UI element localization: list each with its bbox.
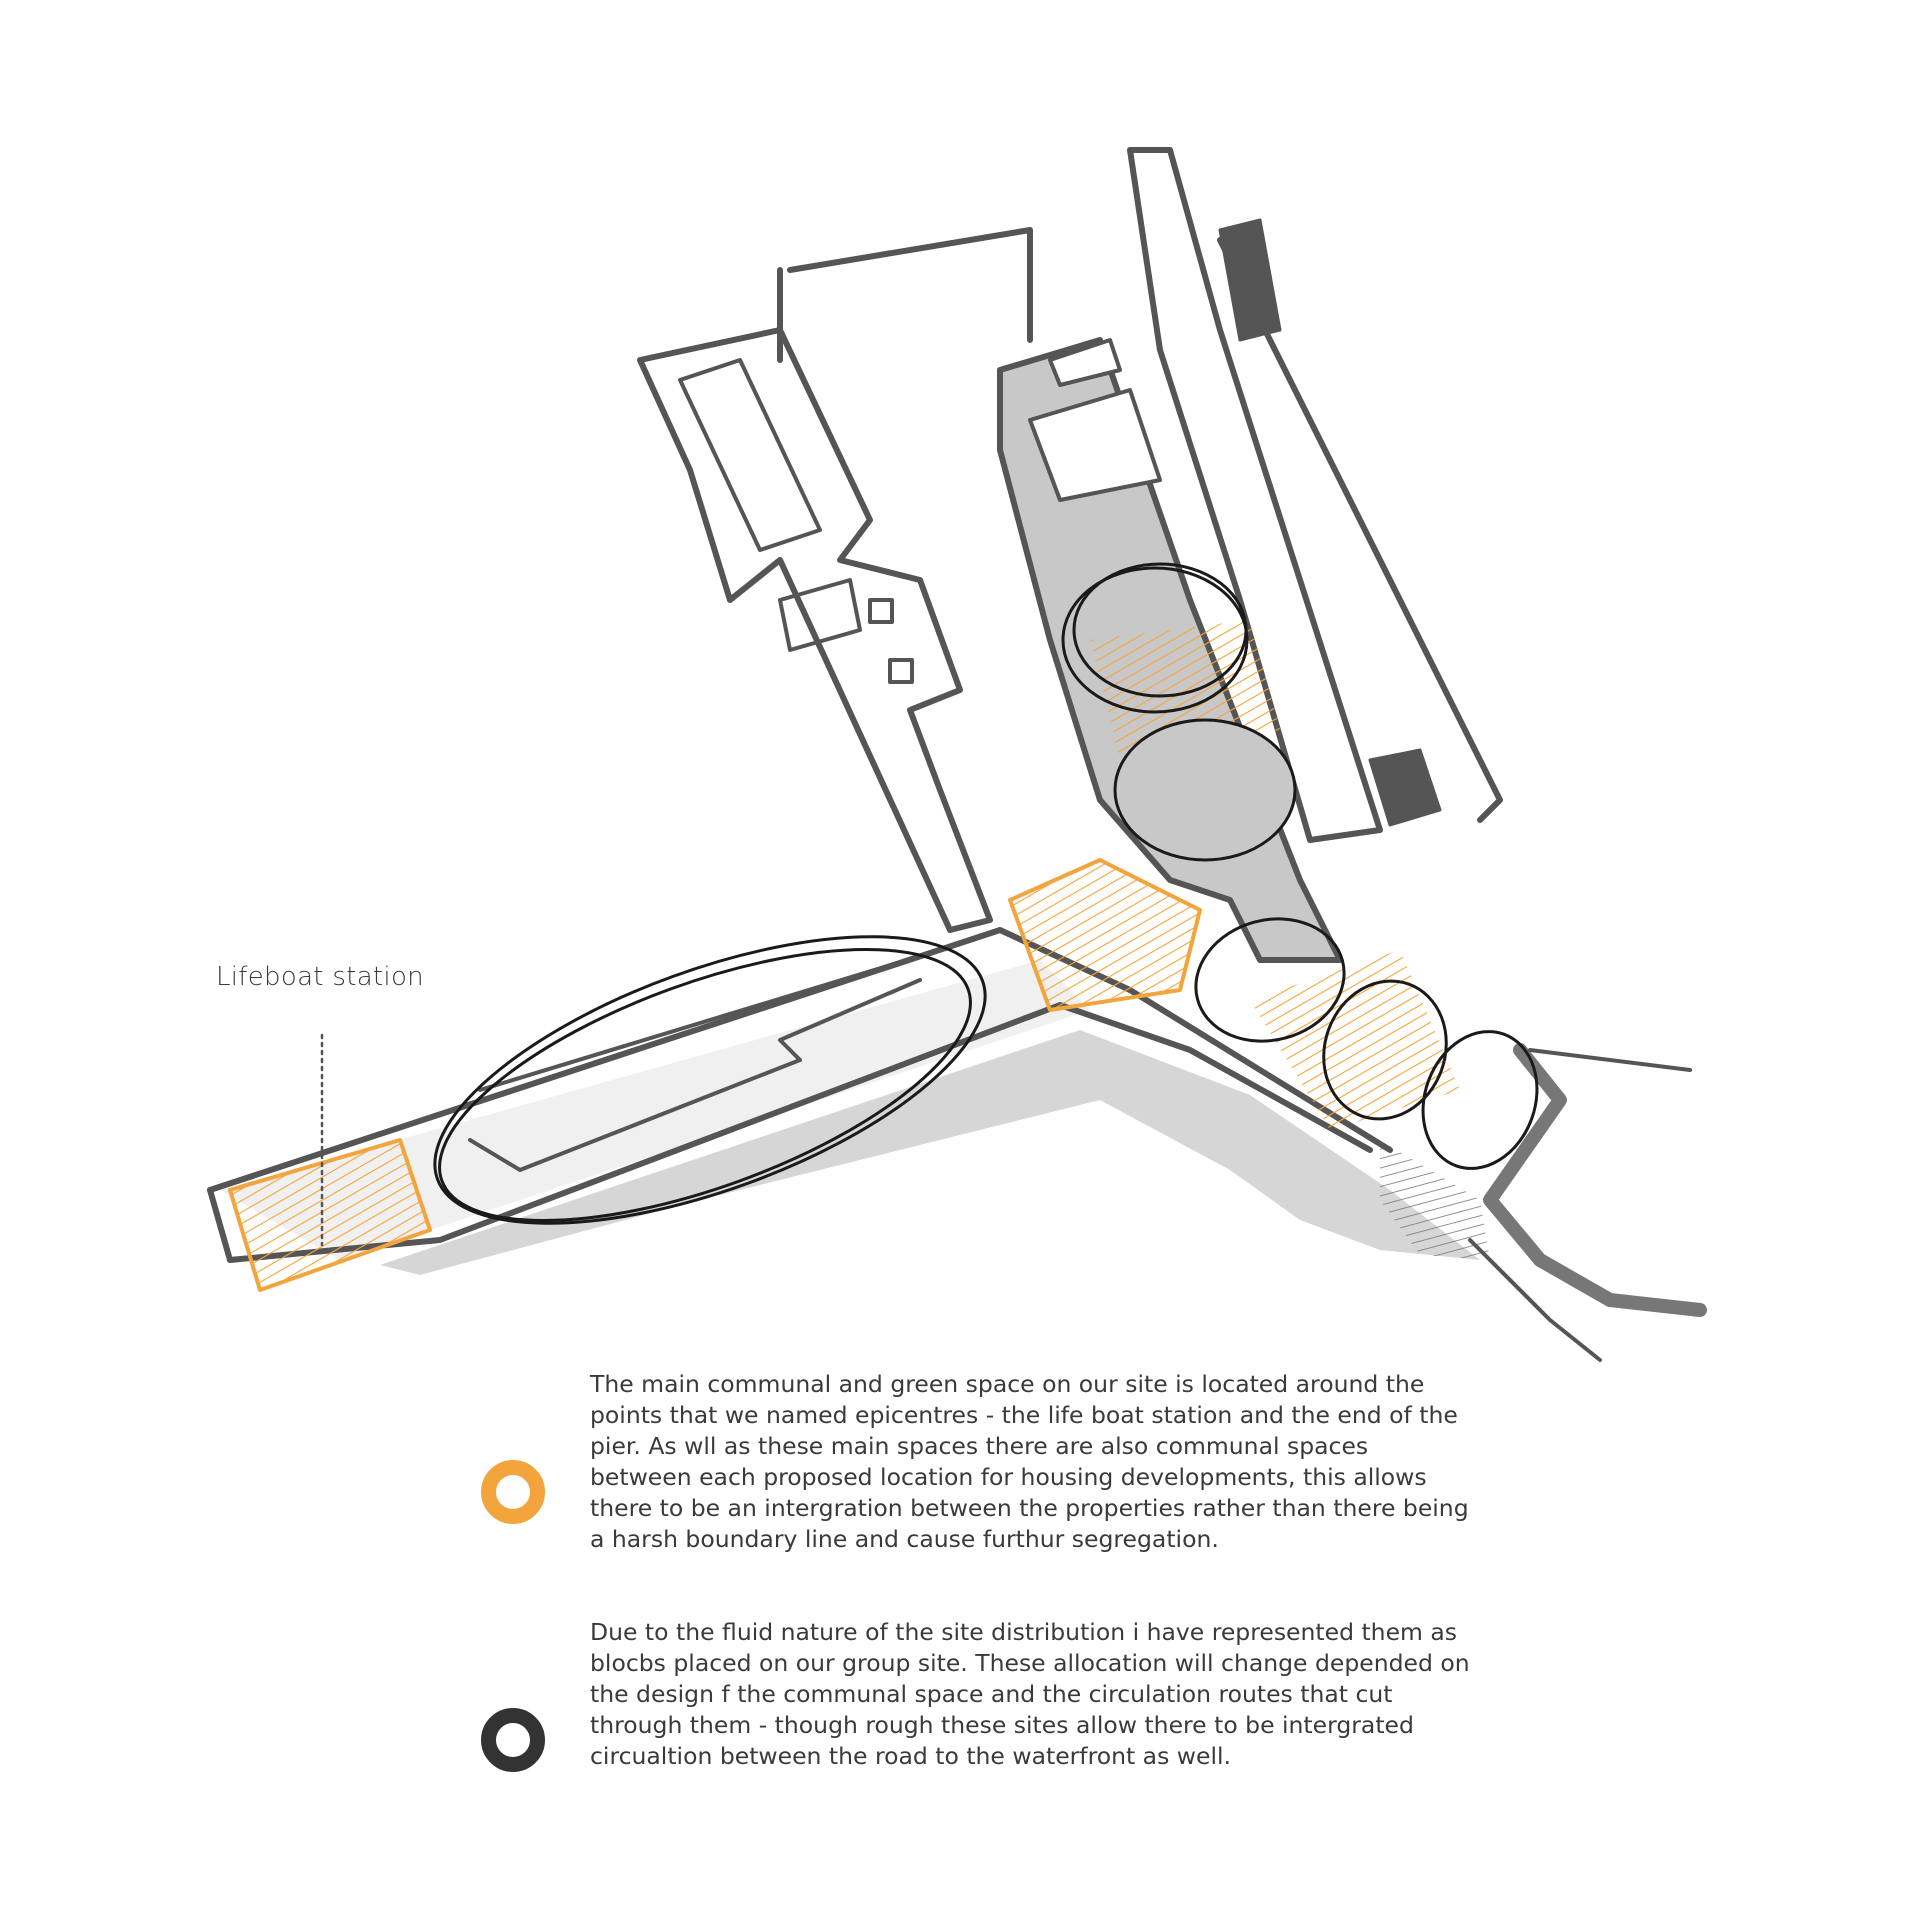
building-left: [637, 327, 993, 933]
site-ellipse-end-2: [1421, 1030, 1539, 1170]
development-sites-description: Due to the fluid nature of the site dist…: [590, 1618, 1470, 1770]
lifeboat-epicentre: [228, 1138, 432, 1292]
pier-fill: [220, 960, 1090, 1260]
waterfront-edge: [1483, 1043, 1707, 1317]
junction-epicentre: [1008, 858, 1202, 1012]
shoreline-hatch: [1380, 1140, 1490, 1260]
orange-ring-icon: [481, 1460, 545, 1524]
site-ellipse-street-top: [1061, 566, 1249, 714]
site-ellipse-pier: [433, 935, 987, 1225]
site-ellipse-end-1: [1322, 979, 1448, 1121]
right-road: [1127, 147, 1383, 843]
communal-space-description: The main communal and green space on our…: [590, 1370, 1469, 1553]
lifeboat-station-label: Lifeboat station: [216, 962, 424, 992]
site-ellipse-junction: [1194, 917, 1346, 1043]
site-ellipse-street-mid: [1113, 718, 1297, 862]
pier-end-hatch: [1250, 950, 1460, 1130]
pier-path: [468, 978, 922, 1172]
dark-ring-icon: [481, 1708, 545, 1772]
shoreline-shade: [380, 1030, 1480, 1275]
